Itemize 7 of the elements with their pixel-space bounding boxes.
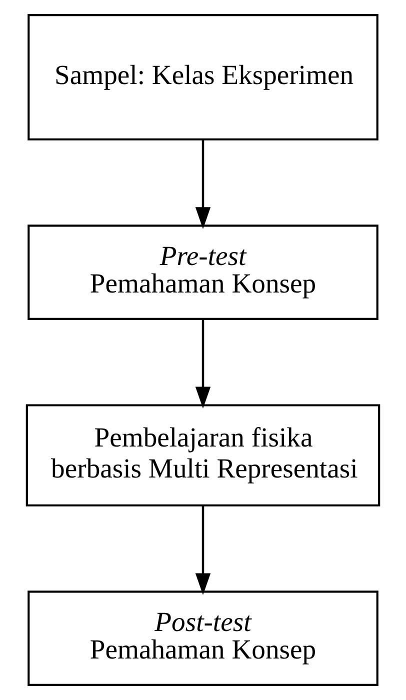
arrow (195, 140, 211, 229)
arrow (195, 506, 211, 596)
node-box: Sampel: Kelas Eksperimen (28, 14, 378, 140)
arrow (195, 319, 211, 409)
node-box: Pre-test Pemahaman Konsep (28, 224, 378, 320)
node-box: Pembelajaran fisika berbasis Multi Representasi (26, 404, 380, 506)
node-box: Post-test Pemahaman Konsep (28, 590, 378, 686)
